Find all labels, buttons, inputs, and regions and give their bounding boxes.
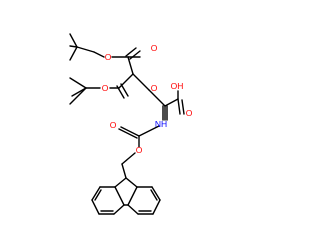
atom-label-layer: O O O O OH O NH O O: [102, 43, 193, 155]
atom-label-o: O: [110, 120, 117, 130]
atom-label-o: O: [151, 83, 158, 93]
atom-label-nh: NH: [155, 119, 167, 129]
atom-label-o: O: [151, 43, 158, 53]
atom-label-o: O: [186, 108, 193, 118]
atom-label-o: O: [105, 52, 112, 62]
chemical-structure-diagram: O O O O OH O NH O O: [69, 33, 193, 215]
atom-label-o: O: [102, 83, 109, 93]
bond-layer: [69, 33, 185, 215]
atom-label-o: O: [136, 145, 143, 155]
atom-label-oh: OH: [171, 81, 184, 91]
